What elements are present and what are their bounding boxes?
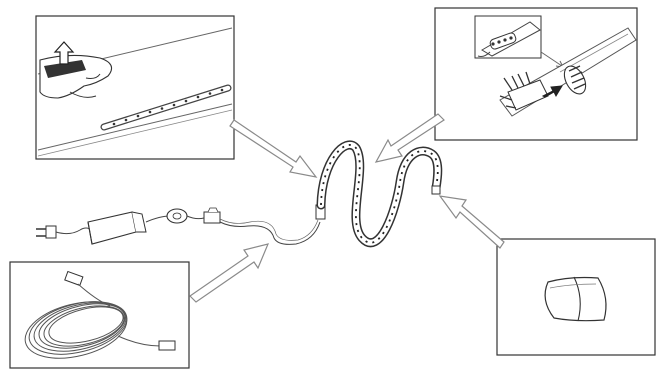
end-cap-panel	[497, 239, 655, 355]
driver-output-cable	[146, 216, 170, 222]
junction-connector	[204, 208, 220, 223]
controller-puck	[167, 209, 187, 223]
strip-end-cap	[432, 186, 440, 194]
strip-feed-cable	[220, 222, 320, 244]
cable-connector-end	[159, 341, 175, 350]
callout-arrow-end-cap	[440, 196, 504, 248]
mounting-panel	[36, 16, 234, 159]
callout-arrow-mounting	[230, 120, 316, 177]
end-cap-body	[545, 278, 606, 321]
power-plug	[36, 226, 56, 238]
extension-cable-panel-frame	[10, 262, 189, 368]
mains-cable	[56, 228, 92, 234]
power-driver-box	[88, 212, 146, 244]
extension-cable-panel	[10, 262, 189, 368]
callout-arrow-cable	[190, 244, 268, 302]
connector-panel	[435, 8, 637, 140]
